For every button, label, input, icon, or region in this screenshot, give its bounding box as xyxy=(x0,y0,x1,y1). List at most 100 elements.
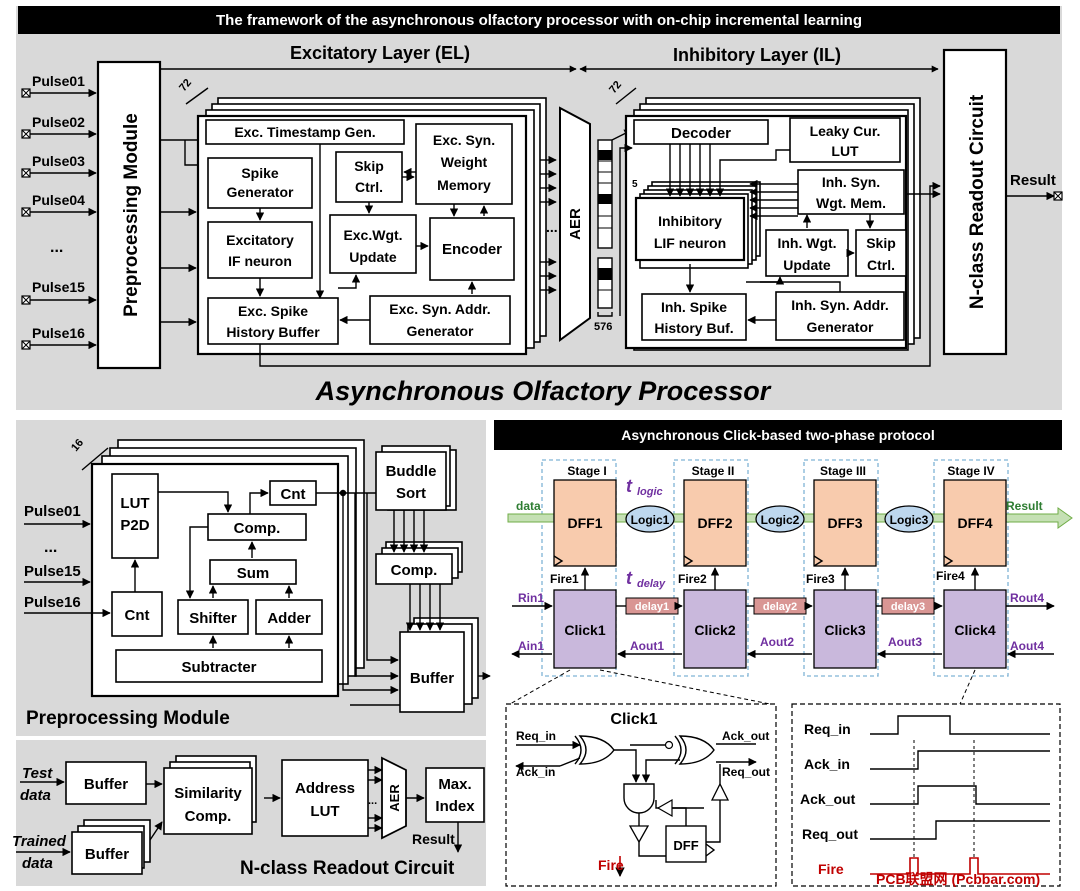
svg-text:Adder: Adder xyxy=(267,610,311,627)
xnor-gate-right xyxy=(678,735,715,765)
svg-text:Pulse16: Pulse16 xyxy=(32,325,85,341)
svg-text:Exc. Syn.: Exc. Syn. xyxy=(433,132,495,148)
stage-1-label: Stage I xyxy=(567,464,606,478)
el-to-aer-arrows xyxy=(540,155,557,295)
n-class-readout-block xyxy=(942,48,1008,356)
readout-result-label: Result xyxy=(412,831,455,847)
req-in-label: Req_in xyxy=(516,729,556,743)
svg-text:Click3: Click3 xyxy=(824,622,865,638)
pre-input-ellipsis: ... xyxy=(44,539,57,556)
svg-text:Buddle: Buddle xyxy=(386,463,437,480)
exc-spike-history-block xyxy=(207,297,339,345)
ain1-label: Ain1 xyxy=(518,639,544,653)
svg-text:DFF2: DFF2 xyxy=(698,515,733,531)
inh-skip-ctrl-block xyxy=(855,229,907,277)
dff2-block xyxy=(683,479,747,567)
exc-addr-generator-block xyxy=(369,295,511,345)
il-wires xyxy=(619,143,875,325)
pulse-input-16: Pulse16 xyxy=(21,325,97,350)
svg-text:Decoder: Decoder xyxy=(671,125,731,142)
exc-skip-ctrl-block xyxy=(335,151,403,203)
svg-text:Comp.: Comp. xyxy=(185,808,232,825)
svg-text:Inh. Spike: Inh. Spike xyxy=(661,299,727,315)
dff1-block xyxy=(553,479,617,567)
decoder-block xyxy=(633,119,769,145)
inh-syn-wgt-mem-block xyxy=(797,169,905,215)
stage-boxes xyxy=(541,459,1009,677)
svg-text:Update: Update xyxy=(349,249,397,265)
svg-text:Exc. Syn. Addr.: Exc. Syn. Addr. xyxy=(389,301,490,317)
logic2-block xyxy=(755,505,805,533)
svg-text:Click4: Click4 xyxy=(954,622,995,638)
lif-neuron-stack xyxy=(634,181,761,269)
max-index-block xyxy=(425,767,485,823)
pre-input-1: Pulse01 xyxy=(24,503,81,520)
svg-text:data: data xyxy=(22,855,53,872)
svg-text:Similarity: Similarity xyxy=(174,785,242,802)
svg-text:delay3: delay3 xyxy=(891,601,925,613)
svg-text:Click1: Click1 xyxy=(564,622,605,638)
svg-text:LIF neuron: LIF neuron xyxy=(654,235,726,251)
stage-4-label: Stage IV xyxy=(947,464,994,478)
trained-data-label: Trained xyxy=(12,833,67,850)
t-logic-symbol: t xyxy=(626,476,633,496)
svg-text:Index: Index xyxy=(435,798,475,815)
aout1-label: Aout1 xyxy=(630,639,664,653)
t-delay-symbol: t xyxy=(626,568,633,588)
svg-text:DFF4: DFF4 xyxy=(958,515,993,531)
svg-text:Address: Address xyxy=(295,780,355,797)
ack-in-label: Ack_in xyxy=(516,765,555,779)
click1-block xyxy=(553,589,617,669)
svg-text:Max.: Max. xyxy=(438,776,471,793)
svg-text:Exc. Spike: Exc. Spike xyxy=(238,303,308,319)
svg-text:delay1: delay1 xyxy=(635,601,669,613)
click-title-bar xyxy=(494,420,1062,450)
svg-text:Leaky Cur.: Leaky Cur. xyxy=(810,123,881,139)
similarity-comp-block xyxy=(163,767,253,835)
subtracter-block xyxy=(115,649,323,683)
buddle-sort-block xyxy=(375,451,447,511)
svg-text:History Buffer: History Buffer xyxy=(226,324,320,340)
svg-text:Weight: Weight xyxy=(441,154,488,170)
stage-3-label: Stage III xyxy=(820,464,866,478)
preprocessing-module-label: Preprocessing Module xyxy=(121,113,142,317)
stage-2-label: Stage II xyxy=(692,464,735,478)
fire2-label: Fire2 xyxy=(678,572,707,586)
aout2-label: Aout2 xyxy=(760,635,794,649)
el-aer-dots: ... xyxy=(546,219,558,235)
timing-ack-out-label: Ack_out xyxy=(800,791,856,807)
dff4-block xyxy=(943,479,1007,567)
excitatory-if-neuron-block xyxy=(207,221,313,279)
svg-text:IF neuron: IF neuron xyxy=(228,253,292,269)
readout-aer-block xyxy=(381,756,407,840)
main-title: The framework of the asynchronous olfact… xyxy=(216,12,862,29)
readout-buffer2-block xyxy=(71,831,143,875)
svg-text:Pulse04: Pulse04 xyxy=(32,192,85,208)
svg-text:Update: Update xyxy=(783,257,831,273)
exc-weight-memory-block xyxy=(415,123,513,205)
svg-text:LUT: LUT xyxy=(120,495,149,512)
svg-text:Generator: Generator xyxy=(227,184,294,200)
fire1-label: Fire1 xyxy=(550,572,579,586)
shifter-block xyxy=(177,599,249,635)
click1-logic: DFF xyxy=(515,735,757,877)
exc-wgt-update-block xyxy=(329,214,417,274)
fire4-label: Fire4 xyxy=(936,569,965,583)
pulse-input-2: Pulse02 xyxy=(21,114,97,139)
lut-p2d-block xyxy=(111,473,159,559)
rin1-label: Rin1 xyxy=(518,591,544,605)
pre-input-15: Pulse15 xyxy=(24,563,81,580)
inh-spike-history-block xyxy=(641,293,747,341)
svg-text:P2D: P2D xyxy=(120,517,149,534)
svg-text:Wgt. Mem.: Wgt. Mem. xyxy=(816,195,886,211)
svg-text:History Buf.: History Buf. xyxy=(654,320,733,336)
svg-text:Click2: Click2 xyxy=(694,622,735,638)
svg-text:Exc. Timestamp Gen.: Exc. Timestamp Gen. xyxy=(234,124,375,140)
data-input-label: data xyxy=(516,499,541,513)
readout-aer-dots: ... xyxy=(368,795,377,807)
inhibitory-layer-label: Inhibitory Layer (IL) xyxy=(673,45,841,65)
svg-text:DFF3: DFF3 xyxy=(828,515,863,531)
excitatory-layer-label: Excitatory Layer (EL) xyxy=(290,43,470,63)
result-label-top: Result xyxy=(1010,172,1056,189)
svg-text:Skip: Skip xyxy=(354,158,384,174)
